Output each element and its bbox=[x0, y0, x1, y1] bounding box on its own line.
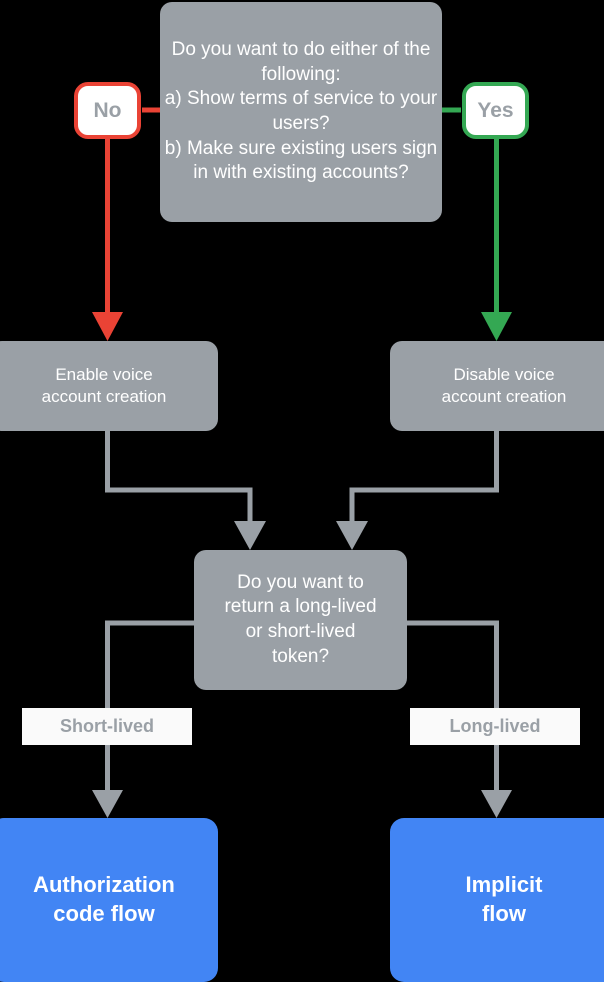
badge-yes-label: Yes bbox=[477, 98, 514, 122]
outcome-node-authorization-code-flow-label: Authorization code flow bbox=[33, 872, 175, 926]
edge-disable-to-decision-two bbox=[349, 431, 499, 521]
decision-node-token-lifetime-label: Do you want to return a long-lived or sh… bbox=[224, 571, 377, 667]
edge-label-short-lived: Short-lived bbox=[22, 708, 192, 745]
decision-node-terms-of-service[interactable]: Do you want to do either of the followin… bbox=[160, 2, 442, 222]
arrowhead-enable-to-decision-two bbox=[234, 521, 266, 550]
outcome-node-implicit-flow[interactable]: Implicit flow bbox=[390, 818, 604, 982]
edge-label-long-lived: Long-lived bbox=[410, 708, 580, 745]
arrowhead-decision-two-to-implicit bbox=[481, 790, 512, 818]
process-node-disable-voice-account-creation-label: Disable voice account creation bbox=[441, 364, 567, 406]
badge-yes[interactable]: Yes bbox=[462, 82, 529, 139]
badge-no-label: No bbox=[93, 98, 122, 122]
decision-node-terms-of-service-label: Do you want to do either of the followin… bbox=[164, 38, 438, 184]
edge-enable-to-decision-two bbox=[105, 431, 253, 521]
edge-label-long-lived-text: Long-lived bbox=[449, 716, 541, 736]
outcome-node-implicit-flow-label: Implicit flow bbox=[465, 872, 543, 926]
process-node-disable-voice-account-creation[interactable]: Disable voice account creation bbox=[390, 341, 604, 431]
badge-no[interactable]: No bbox=[74, 82, 141, 139]
arrowhead-yes-to-disable bbox=[481, 312, 512, 341]
outcome-node-authorization-code-flow[interactable]: Authorization code flow bbox=[0, 818, 218, 982]
arrowhead-decision-two-to-authorization bbox=[92, 790, 123, 818]
decision-node-token-lifetime[interactable]: Do you want to return a long-lived or sh… bbox=[194, 550, 407, 690]
process-node-enable-voice-account-creation[interactable]: Enable voice account creation bbox=[0, 341, 218, 431]
edge-label-short-lived-text: Short-lived bbox=[59, 716, 154, 736]
process-node-enable-voice-account-creation-label: Enable voice account creation bbox=[41, 364, 167, 406]
arrowhead-disable-to-decision-two bbox=[336, 521, 368, 550]
edge-decision-two-to-authorization bbox=[105, 620, 194, 790]
arrowhead-no-to-enable bbox=[92, 312, 123, 341]
edge-decision-two-to-implicit bbox=[407, 620, 499, 790]
